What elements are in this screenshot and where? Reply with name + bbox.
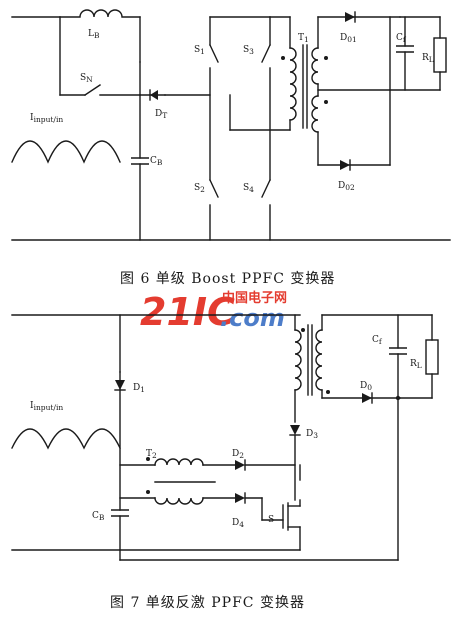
label-cb: CB [150,156,163,167]
svg-text:21IC: 21IC [140,290,235,334]
label-d02: D02 [338,181,355,192]
watermark-logo: 21IC 中国电子网 .com [140,290,287,334]
label-t1: T1 [298,33,309,44]
svg-text:中国电子网: 中国电子网 [222,290,287,306]
label-s2: S2 [194,183,205,194]
label-rl: RL [410,359,422,370]
label-s4: S4 [243,183,254,194]
label-rl: RL [422,53,434,64]
label-dt: DT [155,109,167,120]
fig7-caption: 图 7 单级反激 PPFC 变换器 [110,595,305,611]
label-s: S [268,515,274,525]
label-d2: D2 [232,449,244,460]
label-cf: Cf [396,33,407,44]
label-d3: D3 [306,429,318,440]
label-d0: D0 [360,381,372,392]
fig6-caption: 图 6 单级 Boost PPFC 变换器 [120,271,336,287]
label-d4: D4 [232,518,244,529]
fig7-circuit: D1 D2 D3 D4 D0 T2 CB Cf RL S Iinput/in [11,314,439,561]
label-sn: SN [80,73,93,84]
label-s1: S1 [194,45,205,56]
label-cf: Cf [372,335,383,346]
label-t2: T2 [146,449,157,460]
label-cb: CB [92,511,105,522]
label-s3: S3 [243,45,254,56]
label-input: Iinput/in [30,401,63,412]
label-input: Iinput/in [30,113,63,124]
label-d01: D01 [340,33,357,44]
fig6-circuit: LB SN DT CB S1 S3 S2 S4 T1 D01 D02 Cf RL… [11,9,451,241]
svg-text:.com: .com [220,304,285,332]
label-d1: D1 [133,383,145,394]
label-lb: LB [88,29,100,40]
